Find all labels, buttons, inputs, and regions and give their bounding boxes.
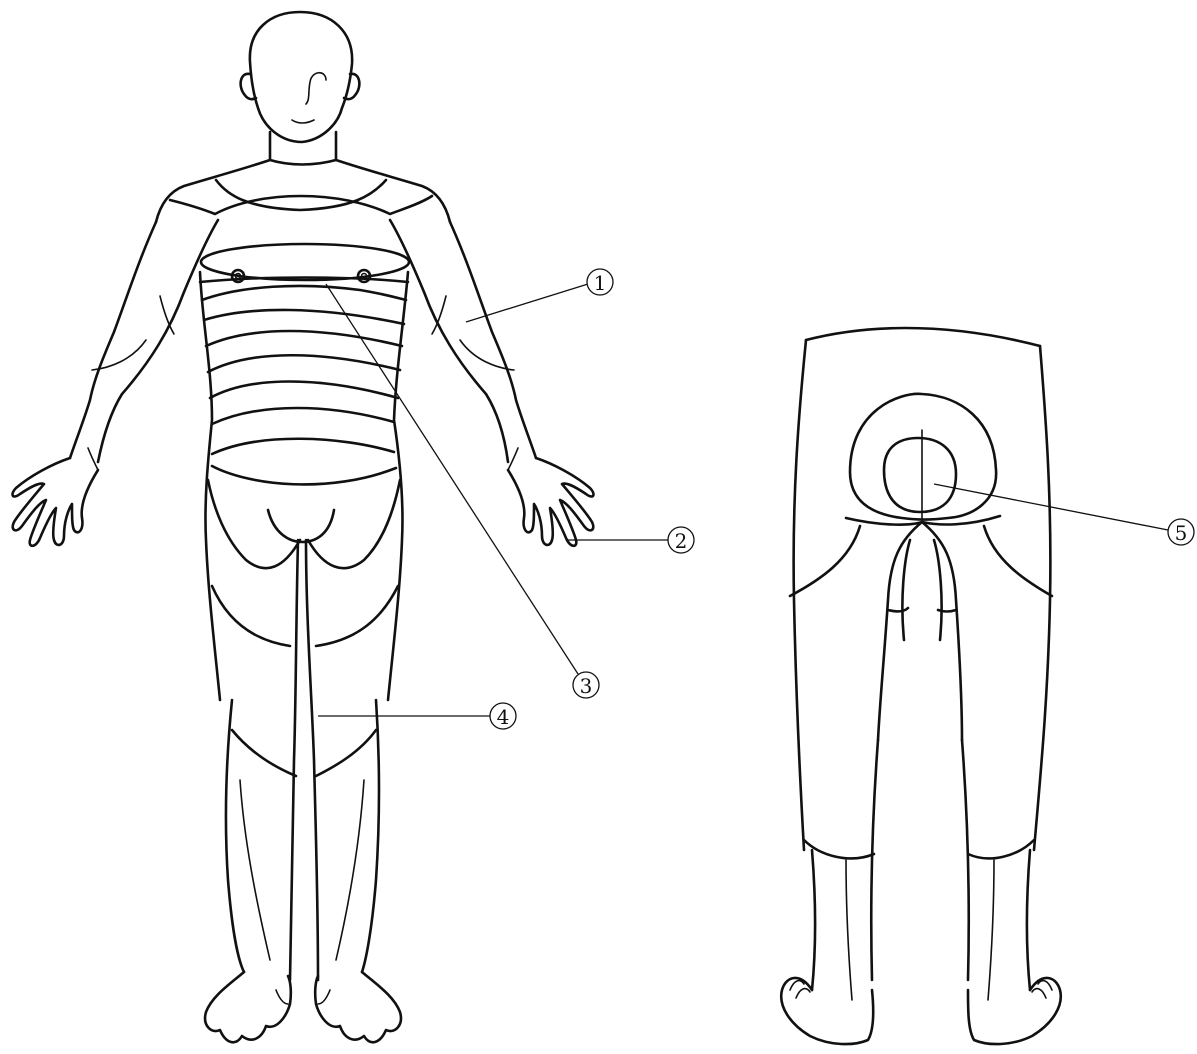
groin-panel — [268, 510, 334, 542]
back-right-foot — [968, 978, 1061, 1044]
crotch-band-left — [888, 608, 908, 611]
back-view-figure — [781, 328, 1061, 1044]
left-hip-panel — [208, 480, 300, 568]
back-left-hip-seam — [790, 526, 860, 596]
front-left-foot — [205, 972, 291, 1042]
left-ankle-mark — [276, 990, 288, 1004]
crotch-fold-right — [934, 540, 942, 640]
seat-panel-outer — [850, 394, 996, 520]
back-legs — [804, 740, 1034, 1000]
callout-3-label: 3 — [580, 674, 593, 698]
front-legs — [226, 540, 379, 980]
left-arm — [70, 220, 218, 470]
callout-5-label: 5 — [1175, 521, 1188, 545]
crotch-fold-left — [902, 540, 910, 640]
callout-4: 4 — [318, 703, 516, 729]
callout-4-label: 4 — [497, 705, 510, 729]
head — [241, 12, 360, 142]
left-hand — [13, 458, 98, 546]
back-left-foot — [781, 978, 873, 1044]
seat-panel-inner — [884, 438, 956, 512]
front-view-figure — [13, 12, 594, 1042]
right-hip-panel — [308, 480, 400, 568]
callout-5: 5 — [934, 484, 1194, 545]
right-hand — [508, 458, 593, 546]
callout-1-leader — [466, 284, 588, 322]
back-right-hip-seam — [984, 526, 1052, 596]
callout-3: 3 — [326, 284, 599, 698]
right-thigh-seam — [316, 586, 398, 646]
callout-1: 1 — [466, 269, 613, 322]
right-ankle-mark — [318, 990, 330, 1004]
inner-leg-left — [878, 522, 922, 740]
back-left-edge — [794, 340, 806, 850]
right-arm — [390, 220, 536, 470]
torso-ribbing — [200, 278, 408, 485]
crotch-band-right — [938, 610, 956, 612]
back-right-edge — [1034, 346, 1050, 850]
callout-2: 2 — [568, 527, 694, 553]
callout-1-label: 1 — [594, 271, 607, 295]
left-thigh-seam — [212, 586, 290, 646]
front-right-foot — [315, 972, 401, 1042]
back-waistband — [806, 328, 1040, 346]
callout-2-label: 2 — [675, 529, 688, 553]
collar-band — [170, 196, 432, 214]
